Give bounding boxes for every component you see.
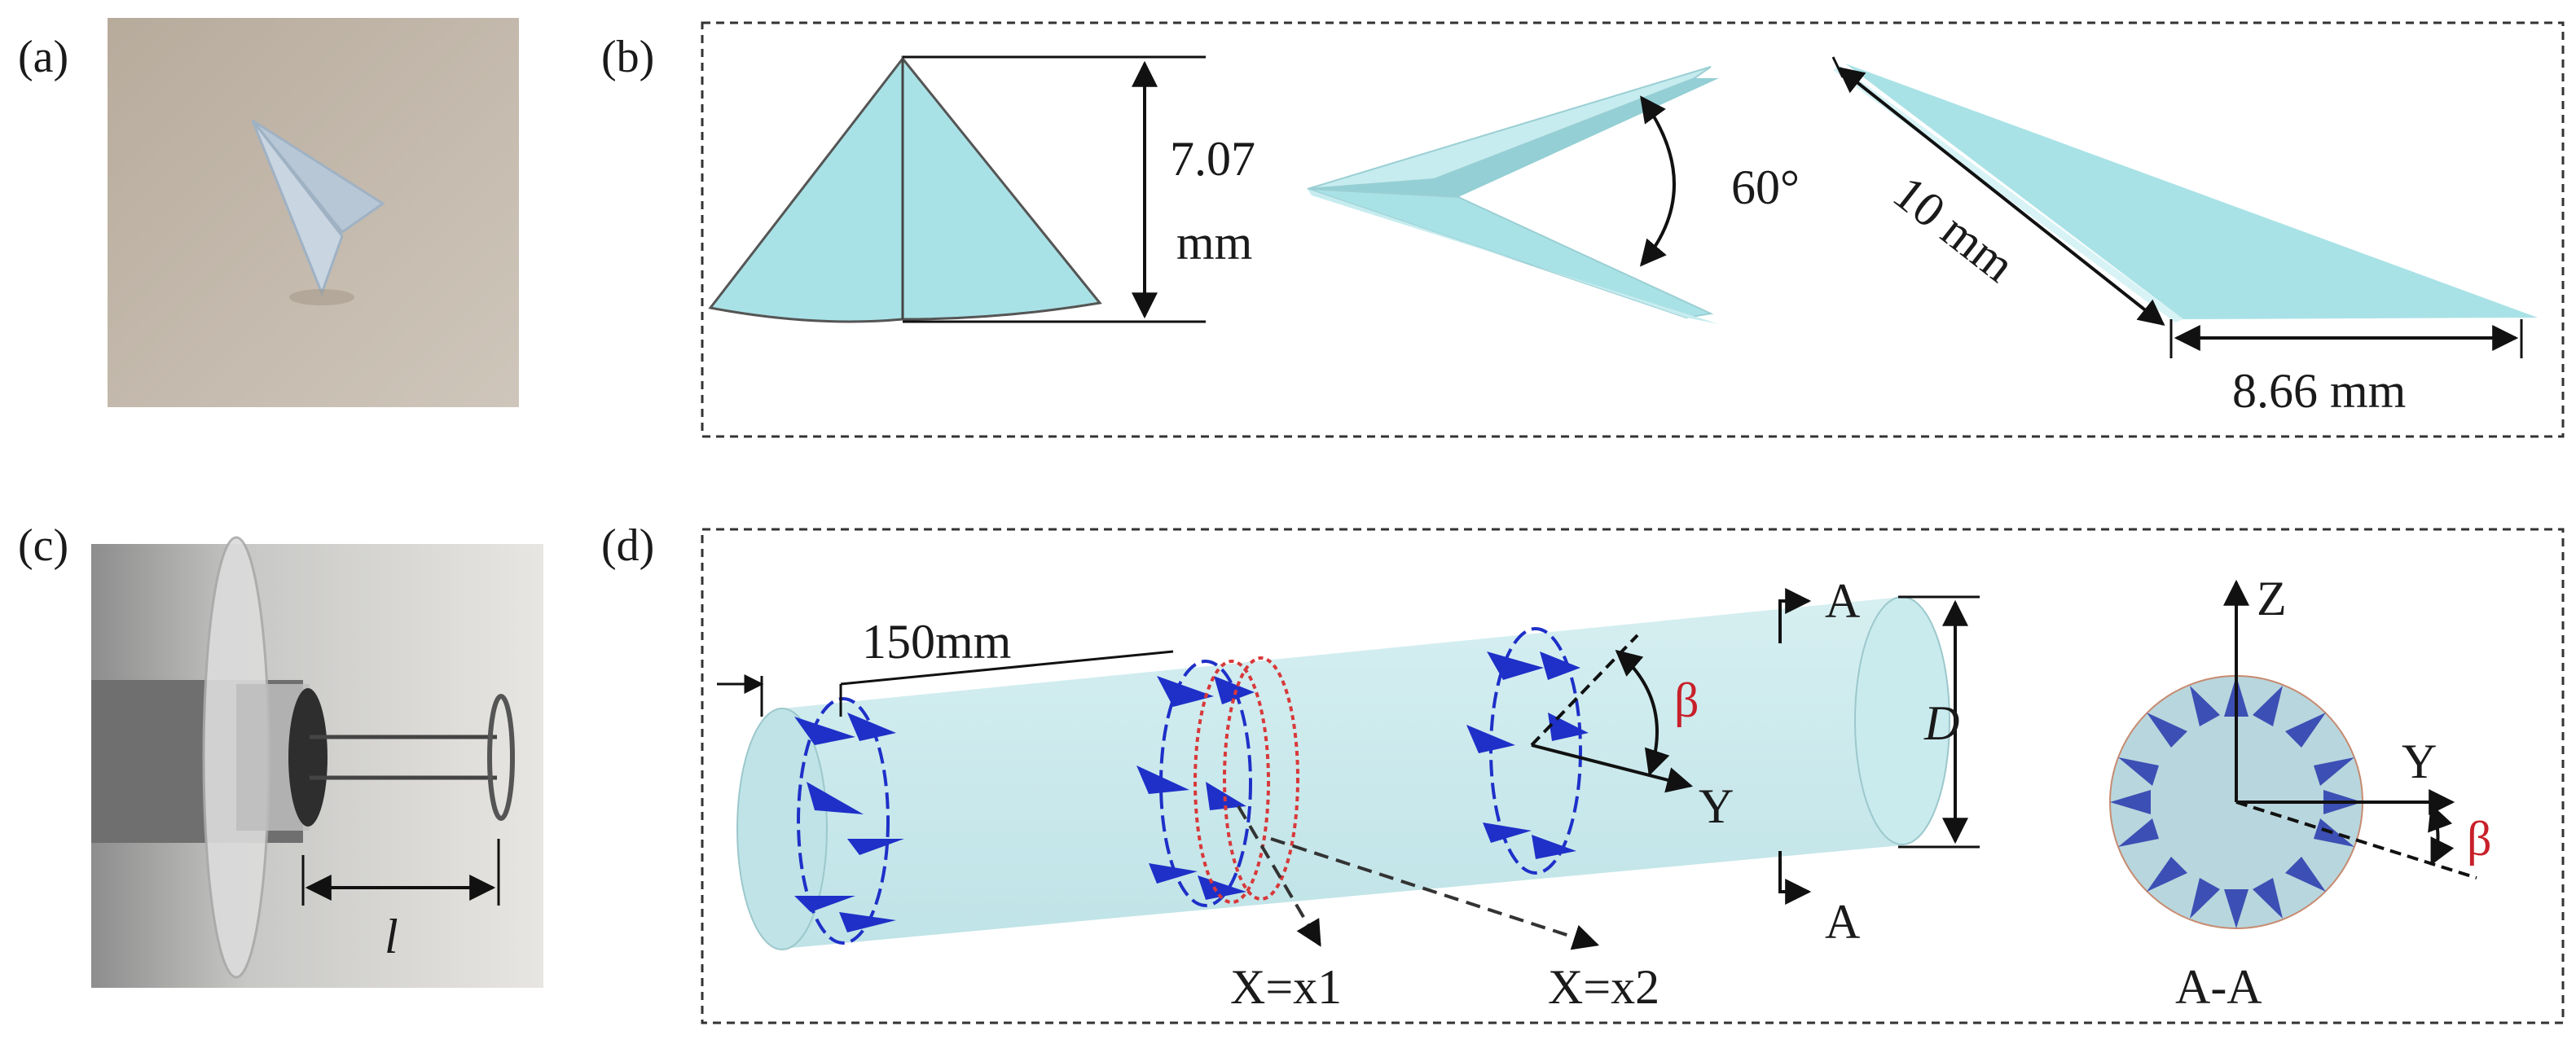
- height-unit: mm: [1176, 216, 1252, 270]
- angle-dimension: 60°: [1731, 160, 1800, 214]
- axis-z-section: Z: [2257, 572, 2287, 625]
- edge-length-dimension: 10 mm: [1884, 165, 2024, 292]
- cross-section-aa: [2109, 579, 2477, 929]
- spacing-dimension-lines: [717, 650, 1174, 717]
- measurement-planes: [1193, 656, 1299, 904]
- spacing-dimension: 150mm: [862, 615, 1011, 669]
- generator-ring-1: [797, 697, 890, 945]
- panel-b-frame: [701, 21, 2565, 438]
- panel-a-photo: [108, 18, 519, 407]
- plane-leaders: [1237, 805, 1600, 950]
- beta-label-section: β: [2467, 812, 2492, 866]
- vg-side-view: [708, 55, 1206, 323]
- diameter-dimension: [1898, 595, 1980, 849]
- generator-ring-3: [1489, 627, 1582, 875]
- panel-d-frame: [701, 528, 2565, 1024]
- panel-d-label: (d): [601, 520, 654, 571]
- vg-top-view: [1307, 66, 1719, 324]
- generator-winglets: [794, 651, 1589, 932]
- panel-b-label: (b): [601, 32, 654, 82]
- section-marks: [1778, 588, 1812, 905]
- panel-a-label: (a): [18, 32, 68, 82]
- plane-x1-label: X=x1: [1230, 960, 1342, 1014]
- section-label-top: A: [1825, 574, 1860, 628]
- panel-c-label: (c): [18, 520, 68, 571]
- base-length-dimension: 8.66 mm: [2232, 364, 2406, 418]
- height-dimension: 7.07: [1170, 132, 1255, 186]
- panel-c-photo: [91, 536, 543, 988]
- diameter-symbol: D: [1923, 696, 1959, 750]
- vg-perspective-view: [1831, 56, 2538, 358]
- spacing-symbol: l: [385, 910, 398, 963]
- axis-y-section: Y: [2402, 735, 2437, 788]
- beta-angle-pipe: [1530, 634, 1694, 793]
- section-name: A-A: [2175, 960, 2262, 1014]
- beta-label-pipe: β: [1674, 673, 1699, 727]
- axis-y-pipe: Y: [1699, 779, 1734, 833]
- section-label-bottom: A: [1825, 895, 1860, 949]
- plane-x2-label: X=x2: [1548, 960, 1659, 1014]
